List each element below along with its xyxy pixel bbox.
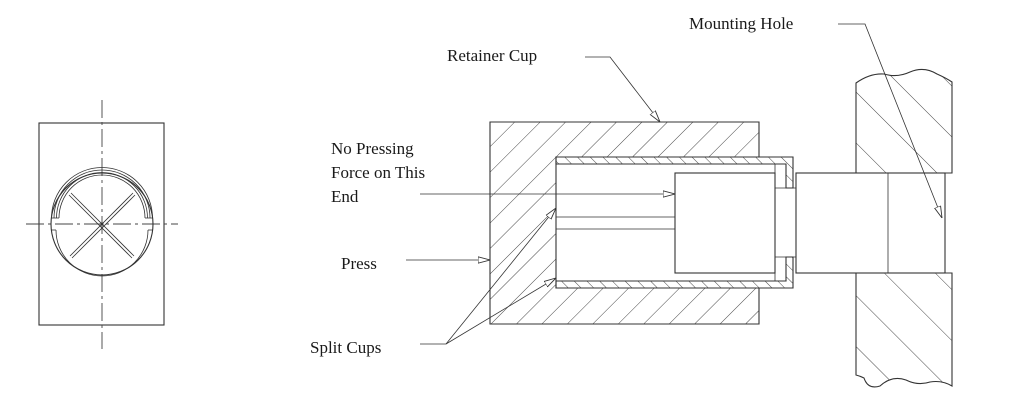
upper-split-cup-ring-inner3 — [58, 174, 146, 219]
cross-line-a2 — [68, 194, 133, 259]
retainer-cup-leader — [585, 56, 660, 122]
shaft — [795, 172, 946, 274]
press-label: Press — [341, 254, 377, 273]
cup-outer-circle — [50, 172, 154, 276]
lower-split-cup-ring — [55, 229, 149, 277]
center-point — [100, 222, 104, 226]
cross-line-b2 — [71, 194, 136, 259]
mounting-plate-lower — [855, 272, 953, 388]
split-cups-label: Split Cups — [310, 338, 382, 357]
leaders — [406, 23, 942, 345]
no-pressing-force-label-line3: End — [331, 187, 359, 206]
retainer-cup-label: Retainer Cup — [447, 46, 538, 65]
end-view — [26, 100, 178, 349]
mounting-hole-leader — [838, 23, 942, 218]
section-view — [489, 68, 953, 388]
upper-split-cup-ring — [51, 167, 153, 219]
split-cups-leader-b — [445, 278, 556, 345]
upper-split-cup-ring-inner2 — [56, 172, 148, 219]
insert-block — [674, 172, 776, 274]
upper-split-cup-ring-inner — [53, 169, 151, 219]
no-pressing-force-label-line2: Force on This — [331, 163, 426, 182]
mounting-hole-label: Mounting Hole — [689, 14, 794, 33]
no-pressing-force-label-line1: No Pressing — [331, 139, 414, 158]
